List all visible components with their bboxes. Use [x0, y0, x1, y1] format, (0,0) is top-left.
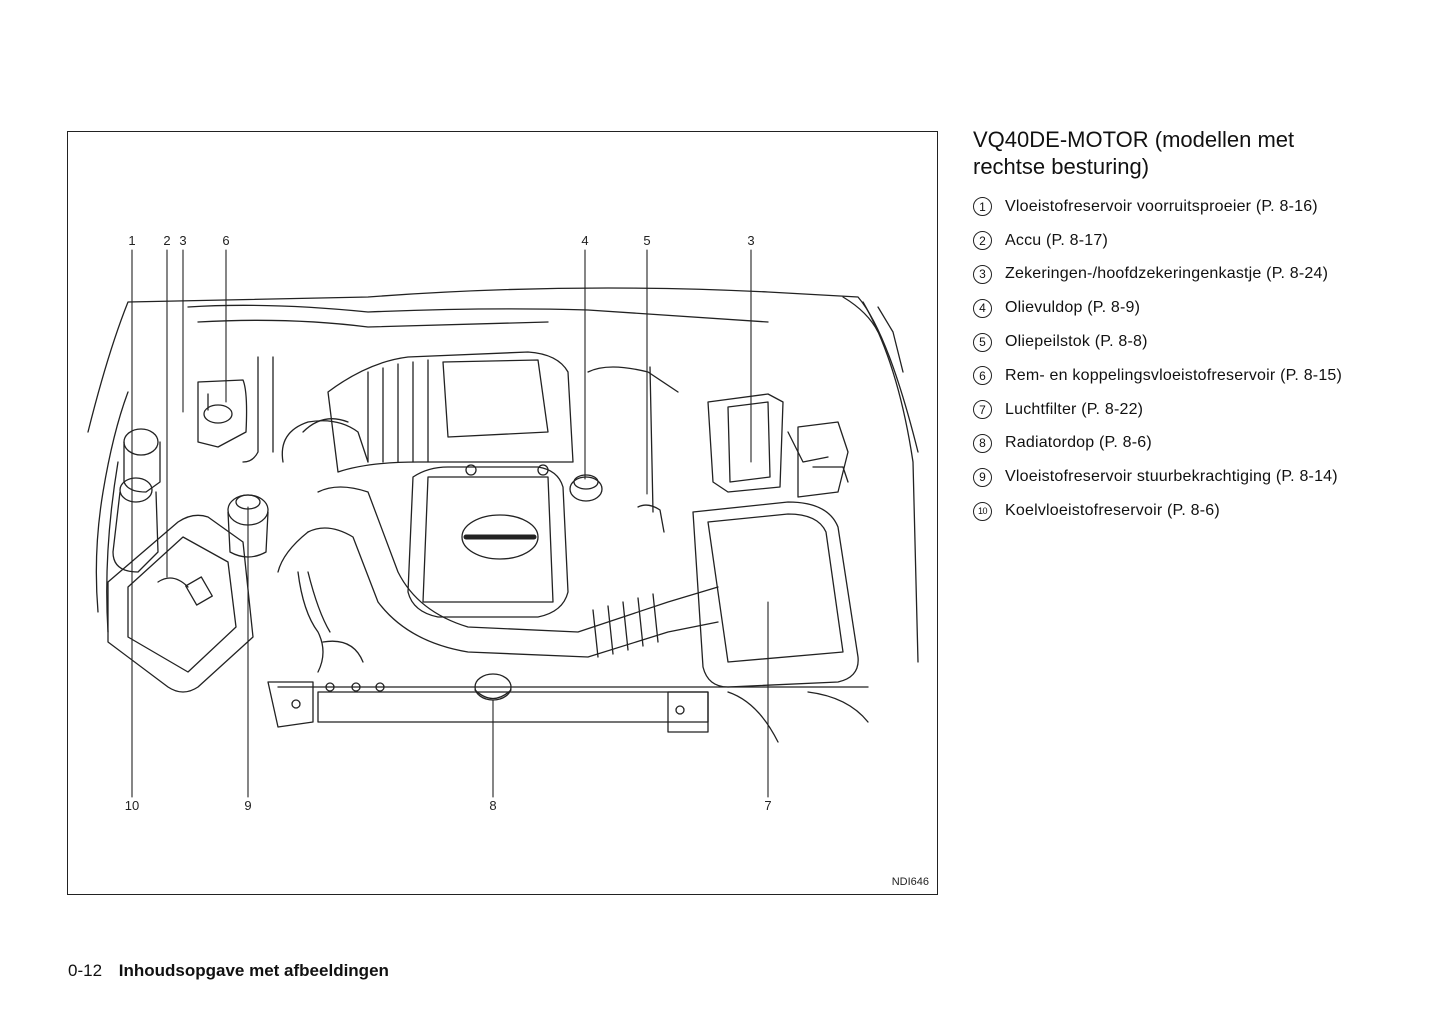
- legend-number-badge: 7: [973, 400, 992, 420]
- legend-text: Olievuldop (P. 8-9): [1005, 299, 1141, 317]
- page-number: 0-12: [68, 961, 103, 980]
- component-legend: 1 Vloeistofreservoir voorruitsproeier (P.…: [973, 190, 1433, 528]
- legend-item: 4 Olievuldop (P. 8-9): [973, 291, 1433, 325]
- legend-text: Koelvloeistofreservoir (P. 8-6): [1005, 502, 1220, 520]
- legend-item: 10 Koelvloeistofreservoir (P. 8-6): [973, 494, 1433, 528]
- callout-7: 7: [764, 798, 771, 813]
- callout-6: 6: [222, 233, 229, 248]
- callout-9: 9: [244, 798, 251, 813]
- callout-1: 1: [128, 233, 135, 248]
- legend-number-badge: 8: [973, 433, 992, 453]
- legend-text: Zekeringen-/hoofdzekeringenkastje (P. 8-…: [1005, 265, 1329, 283]
- legend-number-badge: 1: [973, 197, 992, 217]
- callout-2: 2: [163, 233, 170, 248]
- section-title: VQ40DE-MOTOR (modellen met rechtse bestu…: [973, 126, 1413, 180]
- callout-leaders: [131, 249, 769, 798]
- legend-number-badge: 5: [973, 332, 992, 352]
- legend-text: Rem- en koppelingsvloeistofreservoir (P.…: [1005, 366, 1343, 384]
- footer-section-name: Inhoudsopgave met afbeeldingen: [118, 961, 389, 980]
- legend-text: Accu (P. 8-17): [1005, 231, 1108, 249]
- legend-number-badge: 3: [973, 264, 992, 284]
- legend-item: 1 Vloeistofreservoir voorruitsproeier (P.…: [973, 190, 1433, 224]
- callout-numbers: 1 2 3 6 4 5 3 10 9 8 7: [125, 233, 772, 813]
- section-title-line-2: rechtse besturing): [973, 154, 1150, 179]
- legend-item: 8 Radiatordop (P. 8-6): [973, 427, 1433, 461]
- legend-number-badge: 4: [973, 298, 992, 318]
- page-footer: 0-12 Inhoudsopgave met afbeeldingen: [68, 961, 389, 981]
- legend-text: Luchtfilter (P. 8-22): [1005, 400, 1144, 418]
- callout-10: 10: [125, 798, 139, 813]
- section-title-line-1: VQ40DE-MOTOR (modellen met: [973, 127, 1295, 152]
- engine-bay-figure: 1 2 3 6 4 5 3 10 9 8 7 NDI646: [67, 131, 938, 895]
- legend-text: Radiatordop (P. 8-6): [1005, 434, 1152, 452]
- callout-3-left: 3: [179, 233, 186, 248]
- legend-item: 6 Rem- en koppelingsvloeistofreservoir (P…: [973, 359, 1433, 393]
- legend-item: 7 Luchtfilter (P. 8-22): [973, 393, 1433, 427]
- callout-4: 4: [581, 233, 588, 248]
- legend-number-badge: 9: [973, 467, 992, 487]
- figure-code: NDI646: [891, 876, 929, 888]
- legend-number-badge: 2: [973, 231, 992, 251]
- legend-item: 9 Vloeistofreservoir stuurbekrachtiging (…: [973, 460, 1433, 494]
- legend-item: 5 Oliepeilstok (P. 8-8): [973, 325, 1433, 359]
- legend-number-badge: 6: [973, 366, 992, 386]
- legend-item: 2 Accu (P. 8-17): [973, 224, 1433, 258]
- callout-3-right: 3: [747, 233, 754, 248]
- legend-text: Vloeistofreservoir voorruitsproeier (P. …: [1005, 197, 1318, 215]
- engine-bay-illustration: 1 2 3 6 4 5 3 10 9 8 7: [87, 233, 919, 813]
- callout-5: 5: [643, 233, 650, 248]
- legend-number-badge: 10: [973, 501, 992, 521]
- legend-text: Oliepeilstok (P. 8-8): [1005, 333, 1148, 351]
- callout-8: 8: [489, 798, 496, 813]
- legend-item: 3 Zekeringen-/hoofdzekeringenkastje (P. 8…: [973, 258, 1433, 292]
- legend-text: Vloeistofreservoir stuurbekrachtiging (P…: [1005, 468, 1338, 486]
